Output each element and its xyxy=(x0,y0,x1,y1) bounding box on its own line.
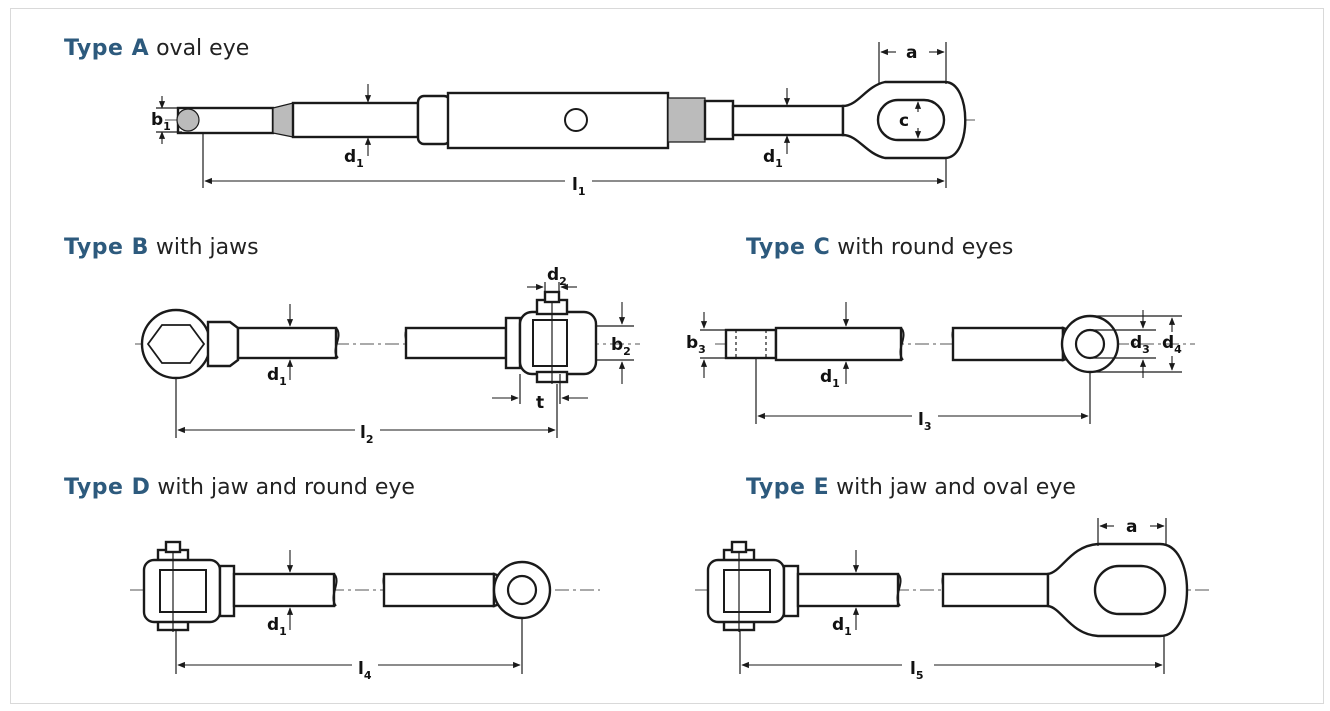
type-d-label: Type D xyxy=(64,475,151,500)
dim-d1-e: d1 xyxy=(832,615,852,638)
dim-d3: d3 xyxy=(1130,333,1150,356)
dim-d1-d: d1 xyxy=(267,615,287,638)
dim-c: c xyxy=(899,111,909,131)
dim-l5: l5 xyxy=(910,659,923,682)
title-type-d: Type D with jaw and round eye xyxy=(64,477,415,499)
dim-d2: d2 xyxy=(547,265,567,288)
type-c-desc: with round eyes xyxy=(837,235,1014,260)
type-d-desc: with jaw and round eye xyxy=(157,475,415,500)
type-e-desc: with jaw and oval eye xyxy=(836,475,1076,500)
dim-b3: b3 xyxy=(686,333,706,356)
dim-a-type-e: a xyxy=(1126,517,1137,537)
dim-l3: l3 xyxy=(918,410,931,433)
type-b-label: Type B xyxy=(64,235,149,260)
type-a-label: Type A xyxy=(64,36,150,61)
title-type-e: Type E with jaw and oval eye xyxy=(746,477,1076,499)
type-b-drawing: d1 d2 b2 t l2 xyxy=(135,265,640,446)
dim-l2: l2 xyxy=(360,423,373,446)
type-a-drawing: d1 d1 b1 a c l1 xyxy=(151,42,975,198)
dim-t: t xyxy=(536,393,544,413)
dim-l4: l4 xyxy=(358,659,372,682)
dim-d4: d4 xyxy=(1162,333,1182,356)
type-c-drawing: b3 d1 d3 d4 l3 xyxy=(686,302,1195,433)
dim-l1: l1 xyxy=(572,175,585,198)
type-c-label: Type C xyxy=(746,235,831,260)
type-e-drawing: a d1 l5 xyxy=(695,517,1210,682)
dim-d1-a-left: d1 xyxy=(344,147,364,170)
dim-b2: b2 xyxy=(611,335,631,358)
type-a-desc: oval eye xyxy=(156,36,250,61)
title-type-c: Type C with round eyes xyxy=(746,237,1013,259)
dim-d1-a-right: d1 xyxy=(763,147,783,170)
title-type-a: Type A oval eye xyxy=(64,38,249,60)
dim-d1-c: d1 xyxy=(820,367,840,390)
type-d-drawing: d1 l4 xyxy=(130,540,600,682)
dim-a-type-a: a xyxy=(906,43,917,63)
dim-b1: b1 xyxy=(151,110,171,133)
type-b-desc: with jaws xyxy=(155,235,259,260)
dim-d1-b: d1 xyxy=(267,365,287,388)
type-e-label: Type E xyxy=(746,475,830,500)
title-type-b: Type B with jaws xyxy=(64,237,259,259)
